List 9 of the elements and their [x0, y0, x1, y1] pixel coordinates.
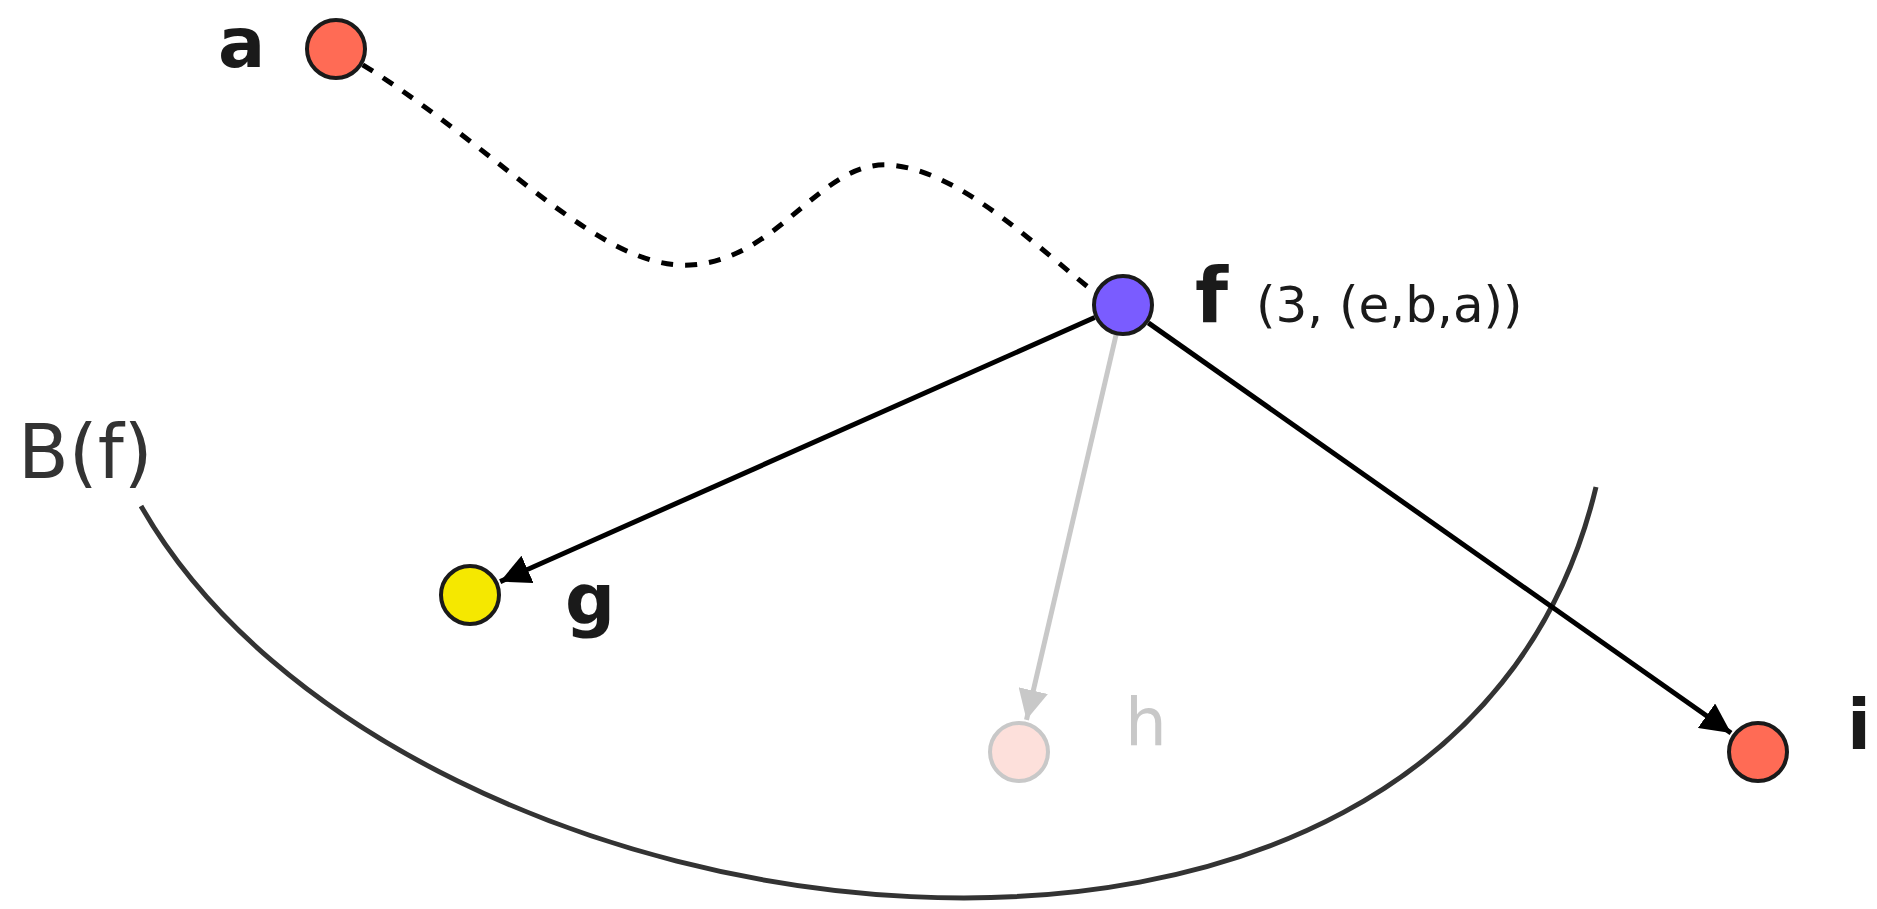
arrow [1146, 320, 1733, 736]
node-circle [1092, 274, 1154, 336]
node-label: (3, (e,b,a)) [1256, 280, 1523, 330]
set-label: B(f) [18, 415, 153, 489]
node-label: f [1195, 258, 1229, 334]
node-label: i [1847, 690, 1871, 760]
arrow [499, 315, 1096, 584]
arrow [1018, 334, 1119, 721]
node-label: a [218, 8, 266, 78]
